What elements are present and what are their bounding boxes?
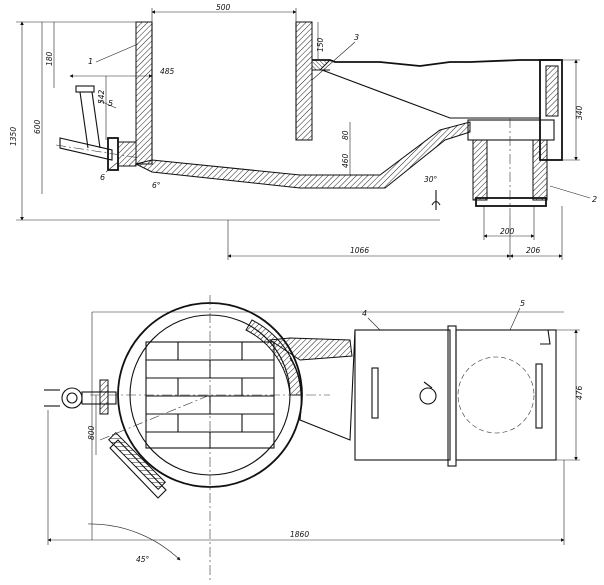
unit-5	[455, 329, 557, 461]
label-5-plan: 5	[520, 299, 525, 308]
outlet-flange	[475, 197, 547, 207]
dim-150: 150	[316, 37, 325, 52]
label-6: 6	[100, 173, 105, 182]
plan-diagonal-nozzle	[99, 394, 211, 499]
label-5: 5	[108, 99, 113, 108]
dim-1066: 1066	[350, 246, 369, 255]
dim-485: 485	[160, 67, 175, 76]
inlet-nozzle	[55, 85, 141, 171]
outlet-pipe-right	[532, 139, 548, 201]
dim-500: 500	[216, 3, 231, 12]
duct-top	[312, 59, 560, 67]
label-4: 4	[362, 309, 367, 318]
label-2: 2	[592, 195, 597, 204]
cylinder-left-wall	[135, 21, 153, 165]
dim-6-deg: 6°	[152, 181, 161, 190]
unit-4	[354, 329, 451, 461]
dim-206: 206	[526, 246, 541, 255]
dim-1860: 1860	[290, 530, 309, 539]
dim-180: 180	[45, 51, 54, 66]
elevation-view: 500 150 180 485 542 600 1350 80 460 340	[9, 3, 597, 260]
dim-200: 200	[500, 227, 515, 236]
dim-30-deg: 30°	[424, 175, 438, 184]
dim-1350: 1350	[9, 127, 18, 146]
dim-45-deg: 45°	[136, 555, 150, 564]
plan-view: 45° 800 476 1860 4 5	[44, 295, 584, 580]
dim-460: 460	[341, 153, 350, 168]
label-3: 3	[354, 33, 359, 42]
dim-340: 340	[575, 105, 584, 120]
dim-80: 80	[341, 130, 350, 140]
elevation-labels: 1 2 3 5 6	[88, 33, 597, 204]
dim-600: 600	[33, 119, 42, 134]
elevation-dimensions: 500 150 180 485 542 600 1350 80 460 340	[9, 3, 584, 260]
dim-476: 476	[575, 385, 584, 400]
label-1: 1	[88, 57, 93, 66]
dim-800: 800	[87, 425, 96, 440]
dim-542: 542	[97, 89, 106, 104]
sloped-bottom	[134, 121, 471, 189]
cylinder-right-wall	[295, 21, 313, 141]
outlet-pipe-left	[472, 139, 488, 201]
plan-inlet	[44, 379, 117, 415]
